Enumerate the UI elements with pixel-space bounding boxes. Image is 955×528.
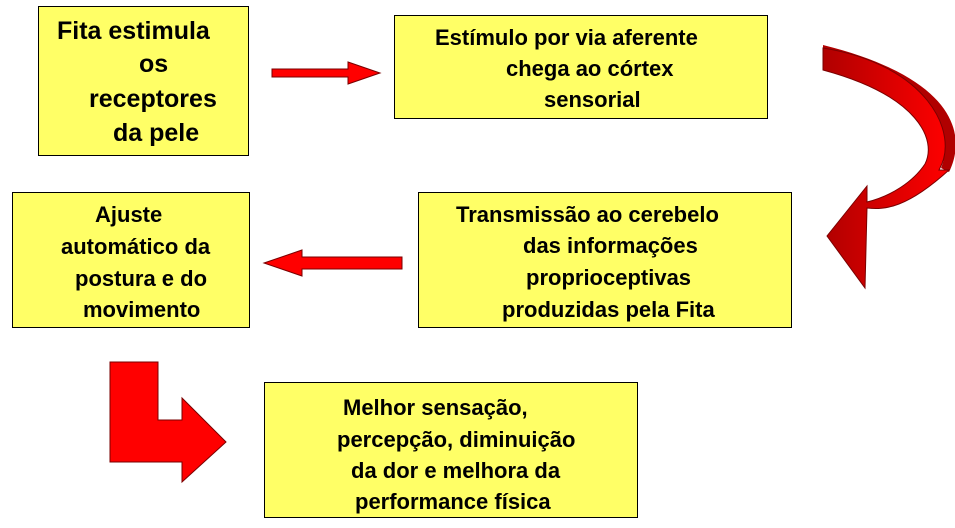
step-text-line: Fita estimula: [57, 17, 210, 45]
step-box-posture: Ajuste automático da postura e do movime…: [12, 192, 250, 328]
step-text-line: receptores: [89, 85, 217, 113]
step-text-line: chega ao córtex: [506, 56, 674, 81]
step-text-line: da pele: [113, 119, 200, 147]
bent-right-arrow-icon: [109, 361, 227, 484]
step-box-receptors: Fita estimula os receptores da pele: [38, 6, 249, 156]
step-text-line: movimento: [83, 297, 201, 322]
right-arrow-icon: [271, 61, 382, 85]
step-box-outcome: Melhor sensação, percepção, diminuição d…: [264, 382, 638, 518]
step-text-line: proprioceptivas: [526, 265, 692, 290]
step-box-sensory-cortex: Estímulo por via aferente chega ao córte…: [394, 15, 768, 119]
step-text-line: sensorial: [544, 87, 641, 112]
step-text-line: Estímulo por via aferente: [435, 25, 698, 50]
step-text-line: da dor e melhora da: [351, 458, 561, 483]
step-text-line: os: [139, 50, 169, 78]
curved-down-arrow-icon: [822, 45, 955, 290]
step-text-line: percepção, diminuição: [337, 427, 576, 452]
step-text-line: automático da: [61, 234, 211, 259]
step-text-line: das informações: [523, 233, 698, 258]
step-text-line: Melhor sensação,: [343, 395, 528, 420]
step-text-line: produzidas pela Fita: [502, 297, 715, 322]
left-arrow-icon: [262, 249, 403, 277]
step-box-cerebellum: Transmissão ao cerebelo das informações …: [418, 192, 792, 328]
step-text-line: postura e do: [75, 266, 208, 291]
step-text-line: Ajuste: [95, 202, 163, 227]
step-text-line: performance física: [355, 489, 551, 514]
step-text-line: Transmissão ao cerebelo: [456, 202, 719, 227]
